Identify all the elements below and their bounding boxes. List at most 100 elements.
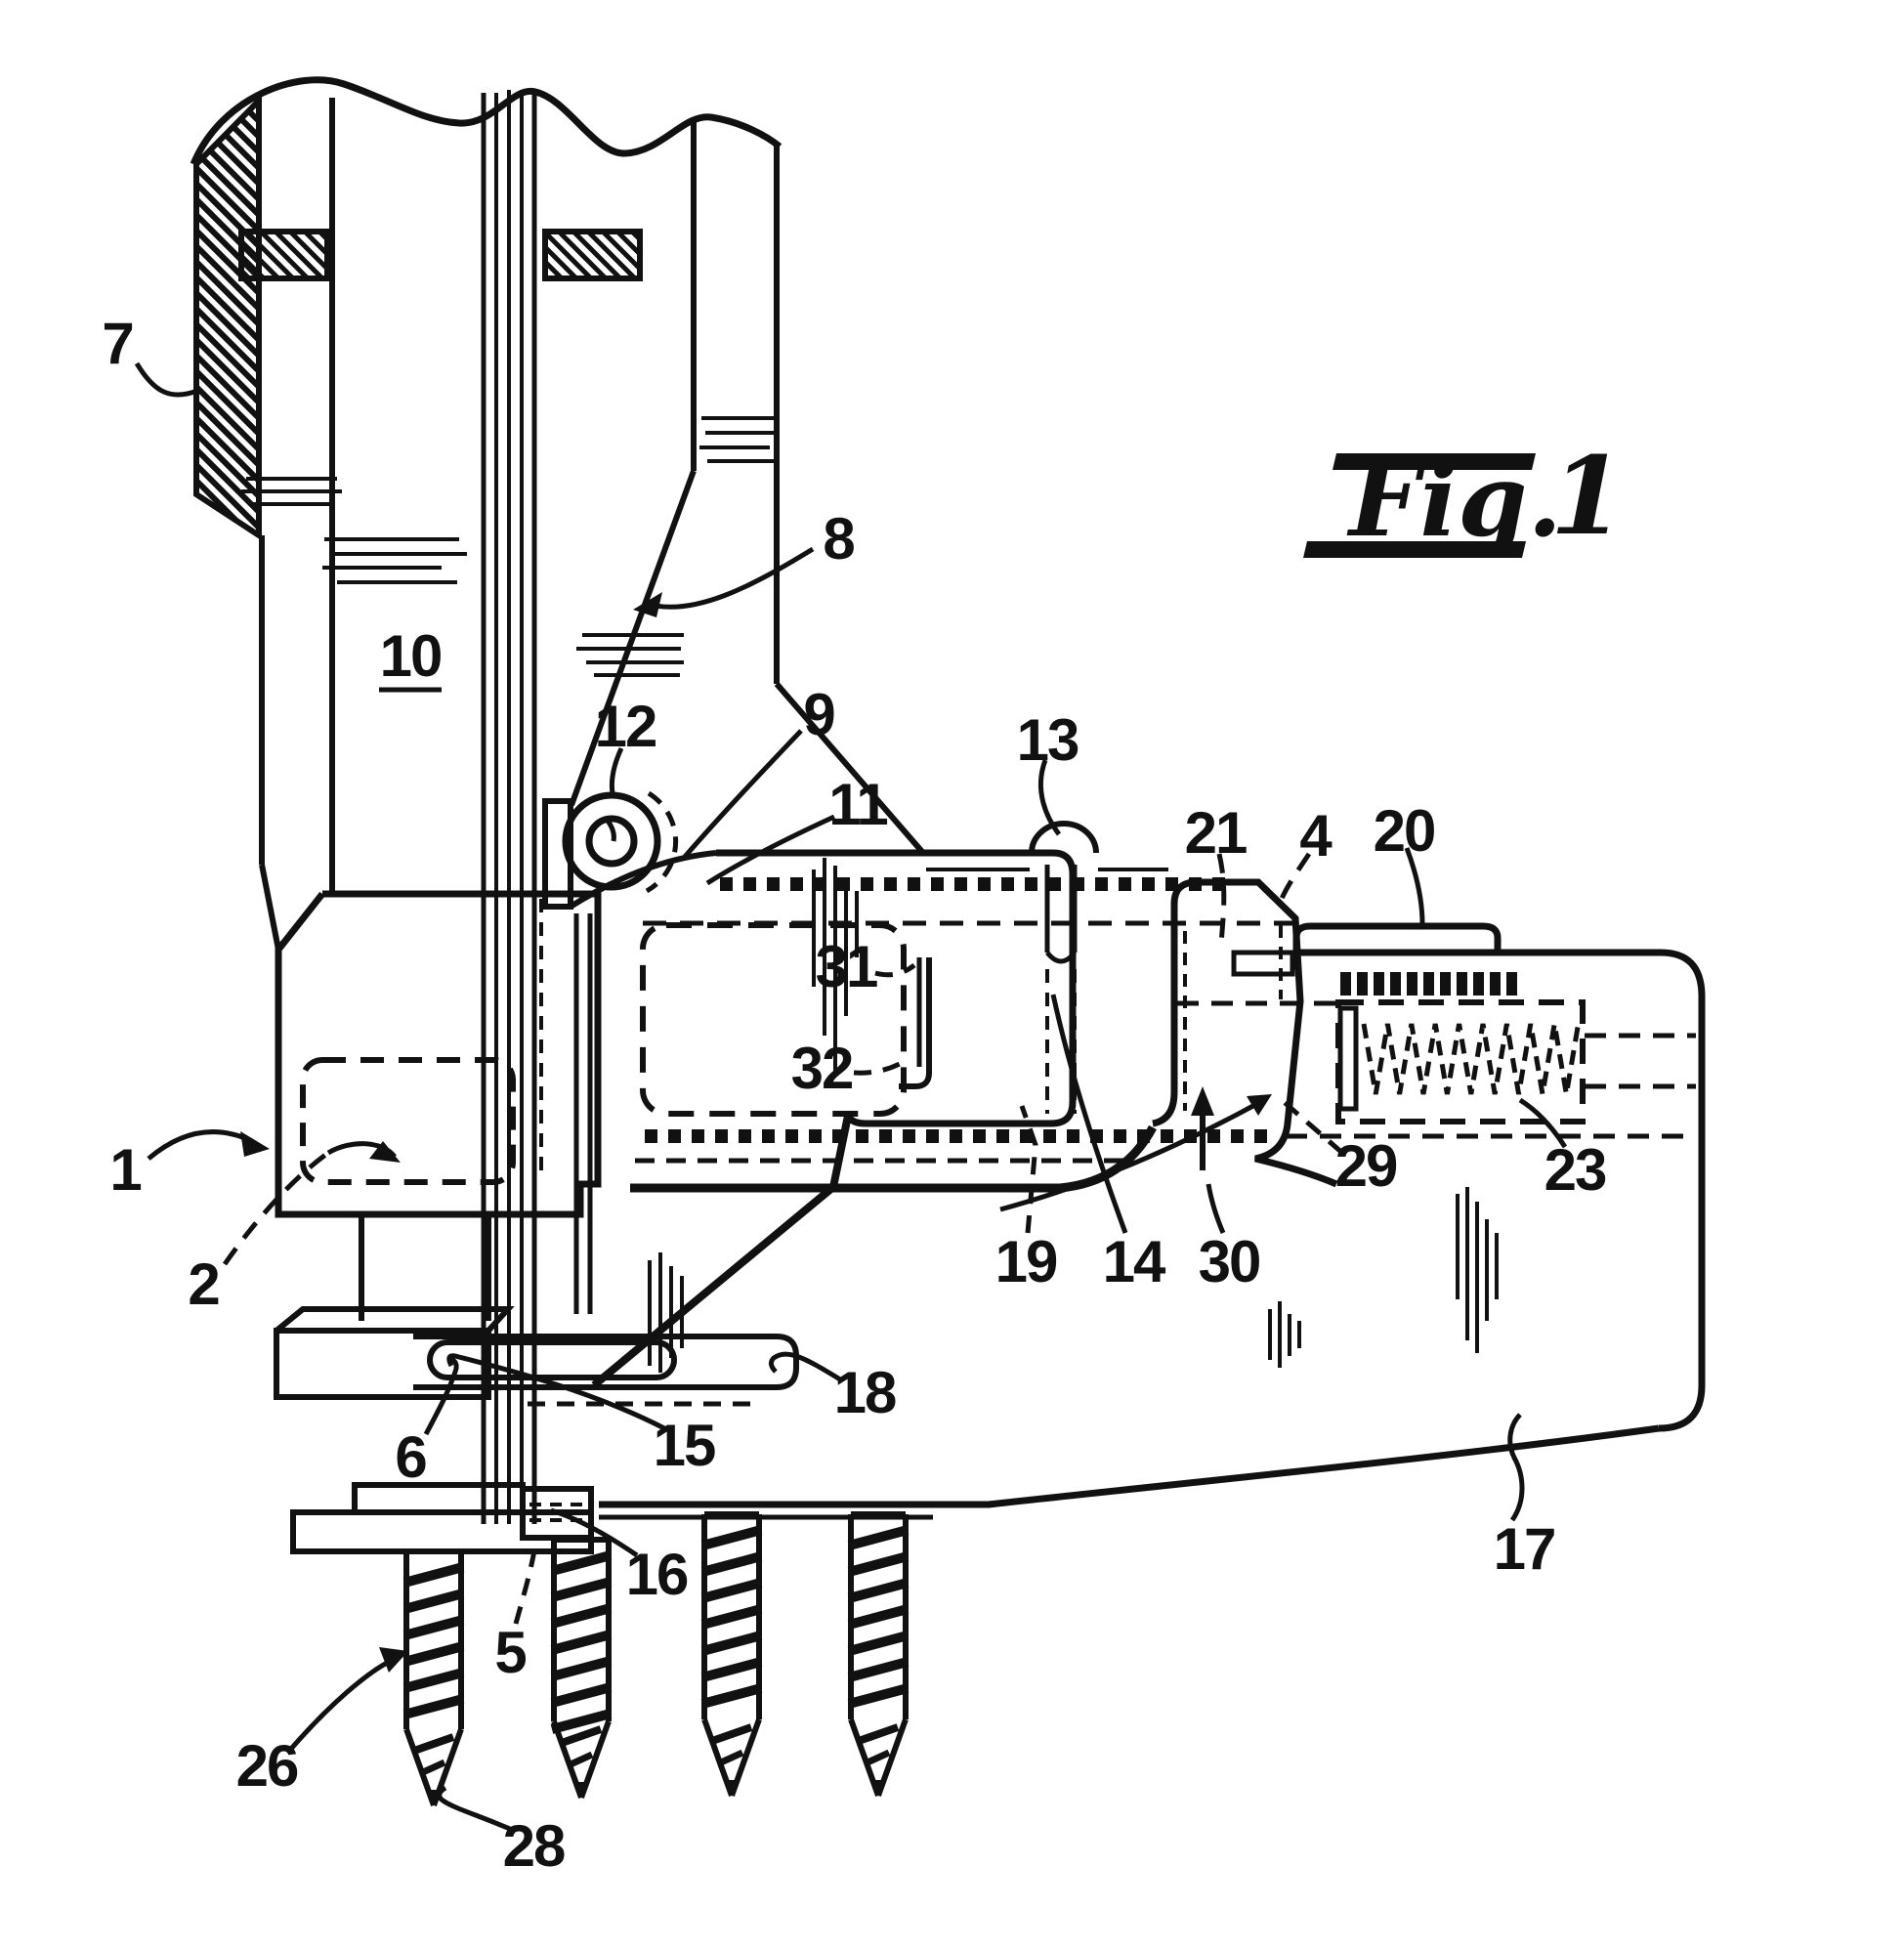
ref-label-29: 29 [1335,1133,1397,1199]
bolt-cap [1029,821,1099,854]
chamfer-edge [569,469,697,807]
leader-2 [222,1150,330,1266]
leader-21 [1216,853,1227,945]
foot-plate [290,1509,594,1554]
shading-strokes-upper [241,416,780,677]
plate-18 [413,1334,799,1390]
spring-housing-hidden [1335,999,1586,1124]
feed-housing [591,821,1296,1389]
ref-label-8: 8 [823,506,854,572]
block-hidden-part [300,1057,516,1185]
blade-shading [812,858,859,1075]
leader-1 [147,1128,254,1161]
body-left-slant [259,864,281,951]
leader-23 [1518,1097,1568,1149]
ref-label-4: 4 [1299,803,1333,869]
leader-32 [853,1056,910,1076]
ref-label-18: 18 [834,1360,896,1425]
upper-body [190,76,926,1524]
hidden-channel [640,922,907,1117]
leader-19 [1019,1105,1038,1234]
spring-seat [1337,1005,1359,1112]
leader-14 [1050,994,1128,1234]
screw [402,1548,465,1807]
roller-hidden-arc [645,790,679,894]
pusher-swoosh [999,1099,1262,1212]
ref-label-30: 30 [1199,1229,1260,1294]
rail-tooth-strip [1340,972,1517,996]
rail-teeth-row-bottom [645,1129,1267,1143]
leader-29 [1280,1098,1344,1155]
hatched-flange-right [542,229,643,281]
ref-label-15: 15 [654,1413,715,1478]
driver-blade [899,957,932,1089]
roller-outer [562,791,661,891]
leader-13 [1037,759,1062,836]
leader-28 [437,1785,511,1832]
pusher-outline [1152,878,1338,1188]
figure-title-underline [1303,541,1526,558]
ref-label-20: 20 [1374,798,1435,864]
ref-label-13: 13 [1017,707,1079,773]
ref-label-5: 5 [494,1620,526,1685]
throat-diagonal [591,1183,836,1389]
figure-title-word: Fig. [1346,443,1562,560]
figure-title-top-bar [1333,453,1536,470]
leader-6 [423,1355,459,1436]
ref-label-10: 10 [380,623,442,689]
leader-18 [768,1351,842,1382]
stop-block [275,890,602,1321]
leader-17 [1507,1413,1525,1522]
feed-arrow-head [1191,1086,1214,1116]
ref-label-19: 19 [995,1229,1057,1294]
ref-label-23: 23 [1544,1137,1606,1203]
leader-12 [609,746,624,794]
ref-label-26: 26 [236,1733,298,1799]
ref-label-16: 16 [626,1542,688,1607]
leader-16 [550,1507,639,1558]
roller-assembly [542,790,717,1314]
block-outline [275,890,602,1218]
leader-7 [134,361,198,398]
ref-label-2: 2 [188,1251,218,1317]
leader-11 [705,814,836,886]
ref-label-1: 1 [109,1137,141,1203]
figure-title: Fig. 1 [1303,433,1625,560]
pusher-assembly [999,878,1338,1212]
ref-label-31: 31 [816,934,877,999]
screw [700,1511,763,1798]
ref-label-7: 7 [102,311,132,376]
rail-20 [1292,922,1502,953]
screw [550,1537,613,1800]
rail-teeth-row-top [720,877,1225,891]
ref-label-14: 14 [1103,1229,1166,1294]
ref-label-11: 11 [828,772,887,837]
screw [847,1511,910,1798]
ref-label-32: 32 [791,1036,853,1101]
leader-4 [1276,852,1312,908]
leader-31 [874,962,916,978]
leader-8 [646,546,815,610]
roller-inner [585,815,638,868]
pusher-claw [1231,950,1295,977]
hatched-wall-strip [193,93,262,541]
ref-label-21: 21 [1185,800,1247,866]
leader-20 [1404,847,1425,925]
throat-shading [648,1252,684,1373]
ref-label-6: 6 [395,1424,426,1490]
ref-label-12: 12 [595,694,656,759]
leader-9 [682,729,803,860]
figure-title-number: 1 [1550,433,1626,559]
bar-top-face [275,1306,515,1334]
leader-5 [513,1543,538,1625]
ref-label-9: 9 [803,682,834,747]
magazine-top-right-edge [1296,949,1706,1432]
reference-labels: 7 10 8 12 9 11 13 21 4 20 31 32 1 2 19 1… [102,311,1608,1879]
leader-26 [289,1658,393,1751]
magazine [599,922,1706,1520]
leader-30 [1206,1183,1226,1234]
magazine-shading [1268,1187,1499,1368]
ref-label-28: 28 [503,1813,565,1879]
